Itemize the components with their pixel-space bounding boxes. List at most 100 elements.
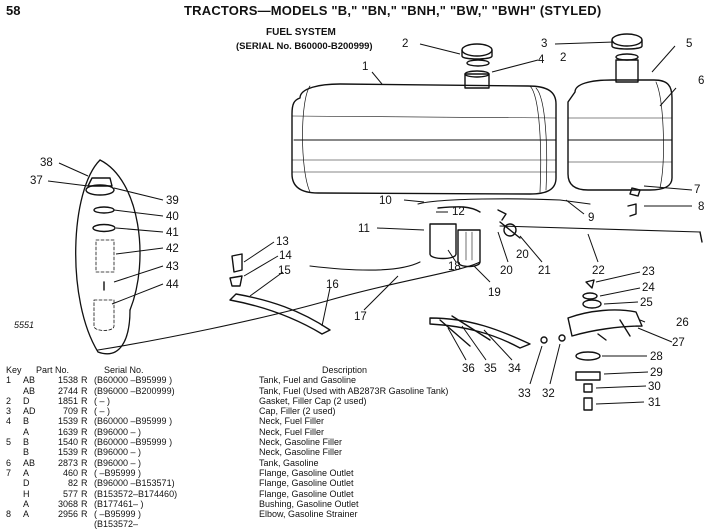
callout-12: 12 xyxy=(452,206,465,218)
part-number: 2956 xyxy=(57,509,78,520)
part-serial: (B153572– xyxy=(94,519,139,530)
part-prefix: A xyxy=(23,467,30,478)
callout-24: 24 xyxy=(642,282,655,294)
callout-1: 1 xyxy=(362,61,368,73)
part-description: Elbow, Gasoline Strainer xyxy=(259,509,358,520)
part-number: 1539 xyxy=(57,416,78,427)
gasoline-filler-neck-drawing xyxy=(615,59,639,83)
part-key: 8 xyxy=(6,509,12,520)
part-prefix: AB xyxy=(23,375,36,386)
part-description: Cap, Filler (2 used) xyxy=(259,406,336,417)
callout-9: 9 xyxy=(588,212,594,224)
callout-29: 29 xyxy=(650,367,663,379)
part-serial: (B96000 – ) xyxy=(94,426,142,437)
table-row: (B153572– xyxy=(6,519,706,529)
part-description: Flange, Gasoline Outlet xyxy=(259,478,354,489)
fuel-strainer-drawing xyxy=(429,223,457,260)
part-serial: ( –B95999 ) xyxy=(94,467,142,478)
part-number: 1539 xyxy=(57,447,78,458)
callout-25: 25 xyxy=(640,297,653,309)
header-description: Description xyxy=(322,365,368,375)
callout-20b: 20 xyxy=(516,249,529,261)
callout-44: 44 xyxy=(166,279,179,291)
part-serial: (B96000 – ) xyxy=(94,457,142,468)
callout-10: 10 xyxy=(379,195,392,207)
tank-bracket-drawing xyxy=(567,309,643,337)
part-number: 460 xyxy=(62,467,78,478)
page-number: 58 xyxy=(6,3,21,18)
part-key: 2 xyxy=(6,395,12,406)
support-bracket-drawing xyxy=(229,293,331,335)
part-suffix: R xyxy=(81,509,88,520)
part-prefix: B xyxy=(23,437,30,448)
callout-3: 3 xyxy=(541,38,547,50)
part-suffix: R xyxy=(81,457,88,468)
part-key: 6 xyxy=(6,457,12,468)
fuel-system-diagram: 1 2 3 4 5 6 7 8 9 10 11 12 13 14 15 16 1… xyxy=(30,33,704,411)
callout-2: 2 xyxy=(402,38,408,50)
callout-7: 7 xyxy=(694,184,700,196)
part-serial: (B60000 –B95999 ) xyxy=(94,437,173,448)
callout-2b: 2 xyxy=(560,52,566,64)
callout-14: 14 xyxy=(279,250,292,262)
part-number: 82 xyxy=(67,478,78,489)
part-number: 1639 xyxy=(57,426,78,437)
callout-22: 22 xyxy=(592,265,605,277)
part-description: Flange, Gasoline Outlet xyxy=(259,467,354,478)
callout-27: 27 xyxy=(672,337,685,349)
callout-30: 30 xyxy=(648,381,661,393)
part-description: Tank, Fuel and Gasoline xyxy=(259,375,357,386)
callout-20: 20 xyxy=(500,265,513,277)
fuel-filler-neck-drawing xyxy=(464,73,490,89)
callout-43: 43 xyxy=(166,261,179,273)
part-prefix: A xyxy=(23,426,30,437)
part-number: 709 xyxy=(62,406,78,417)
part-description: Neck, Gasoline Filler xyxy=(259,437,343,448)
part-key: 5 xyxy=(6,437,12,448)
part-suffix: R xyxy=(81,478,88,489)
part-suffix: R xyxy=(81,375,88,386)
part-prefix: B xyxy=(23,416,30,427)
callout-32: 32 xyxy=(542,388,555,400)
callout-21: 21 xyxy=(538,265,551,277)
callout-5: 5 xyxy=(686,38,692,50)
callout-38: 38 xyxy=(40,157,53,169)
callout-18: 18 xyxy=(448,261,461,273)
part-serial: ( – ) xyxy=(94,406,111,417)
page-header: 58 TRACTORS—MODELS "B," "BN," "BNH," "BW… xyxy=(6,3,714,21)
part-suffix: R xyxy=(81,395,88,406)
part-description: Tank, Fuel (Used with AB2873R Gasoline T… xyxy=(259,385,449,396)
part-description: Neck, Fuel Filler xyxy=(259,416,325,427)
part-number: 1851 xyxy=(57,395,78,406)
callout-26: 26 xyxy=(676,317,689,329)
part-key: 7 xyxy=(6,467,12,478)
part-number: 3068 xyxy=(57,498,78,509)
callout-16: 16 xyxy=(326,279,339,291)
part-serial: (B96000 –B200999) xyxy=(94,385,175,396)
part-suffix: R xyxy=(81,416,88,427)
part-description: Gasket, Filler Cap (2 used) xyxy=(259,395,367,406)
part-suffix: R xyxy=(81,447,88,458)
part-suffix: R xyxy=(81,406,88,417)
callout-31: 31 xyxy=(648,397,661,409)
part-number: 2873 xyxy=(57,457,78,468)
part-number: 577 xyxy=(62,488,78,499)
callout-42: 42 xyxy=(166,243,179,255)
part-prefix: B xyxy=(23,447,30,458)
part-description: Bushing, Gasoline Outlet xyxy=(259,498,359,509)
part-suffix: R xyxy=(81,437,88,448)
callout-15: 15 xyxy=(278,265,291,277)
header-serial-no: Serial No. xyxy=(104,365,144,375)
